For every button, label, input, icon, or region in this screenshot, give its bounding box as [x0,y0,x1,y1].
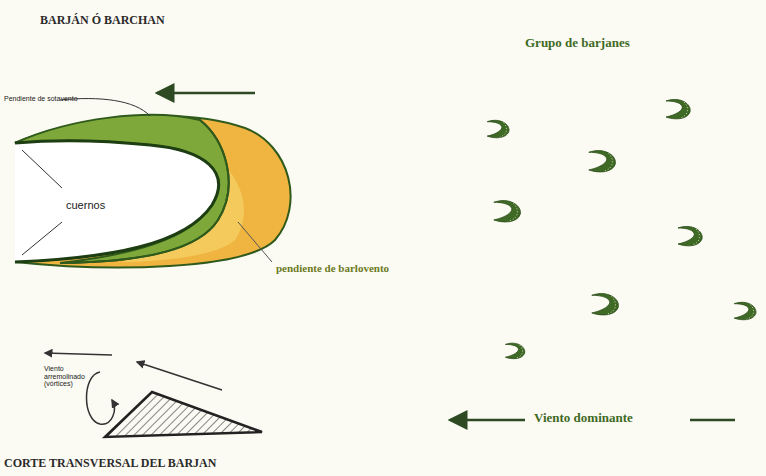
small-barchan-slope [509,203,517,221]
small-barchan [589,151,616,172]
small-barchan [666,99,690,118]
small-barchan [505,343,524,359]
small-barchan [678,226,702,245]
small-barchan-slope [500,123,507,137]
small-barchan-slope [692,229,699,245]
group-title: Grupo de barjanes [525,36,630,50]
vortex-wind-label: Viento arremolinado (vórtices) [44,365,106,388]
small-barchan-slope [747,305,754,319]
small-barchan-slope [680,102,687,118]
caption: CORTE TRANSVERSAL DEL BARJAN [4,457,216,470]
leeward-slope-label: Pendiente de sotavento [4,95,78,103]
small-barchan [592,294,619,315]
small-barchan [734,302,756,319]
small-barchan-slope [517,345,523,358]
prevailing-wind-label: Viento dominante [534,411,633,425]
windward-slope-label: pendiente de barlovento [276,262,389,274]
small-barchan-slope [607,296,615,314]
small-barchan-slope [604,153,612,171]
horns-label: cuernos [66,199,105,211]
small-barchan [487,120,509,137]
title: BARJÁN Ó BARCHAN [40,14,165,27]
small-barchan [494,201,521,222]
